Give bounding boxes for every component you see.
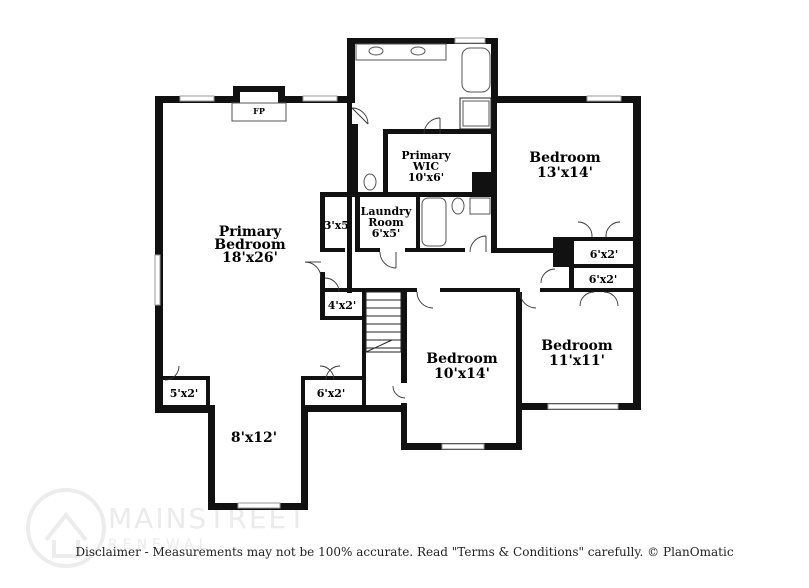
room-labels: FP Primary Bedroom 18'x26' Primary WIC 1… bbox=[170, 106, 619, 446]
hall-sink-icon bbox=[469, 197, 491, 215]
closet-3x5-size: 3'x5' bbox=[324, 219, 353, 232]
closet-6x2-hall-size: 6'x2' bbox=[317, 387, 346, 400]
bath-fixtures bbox=[231, 43, 491, 247]
closet-4x2-size: 4'x2' bbox=[328, 299, 357, 312]
windows bbox=[154, 37, 622, 509]
primary-bedroom-name-1: Primary bbox=[219, 224, 282, 240]
bedroom-center-size: 10'x14' bbox=[434, 366, 490, 382]
stairs bbox=[365, 299, 401, 353]
shower-icon bbox=[462, 100, 490, 127]
bedroom-se-name: Bedroom bbox=[541, 338, 613, 354]
closet-6x2-upper-size: 6'x2' bbox=[590, 248, 619, 261]
closet-5x2-size: 5'x2' bbox=[170, 387, 199, 400]
watermark-line2: RENEWAL bbox=[108, 537, 211, 553]
sink-right-icon bbox=[410, 46, 426, 56]
bedroom-ne-name: Bedroom bbox=[529, 150, 601, 166]
sink-left-icon bbox=[368, 46, 384, 56]
laundry-size: 6'x5' bbox=[372, 227, 401, 240]
primary-wic-name-1: Primary bbox=[401, 149, 451, 162]
laundry-name-2: Room bbox=[368, 216, 404, 229]
fireplace-icon bbox=[231, 102, 287, 122]
primary-wic-size: 10'x6' bbox=[408, 171, 444, 184]
hall-bathtub-icon bbox=[421, 197, 447, 247]
bathtub-icon bbox=[461, 47, 491, 93]
doors bbox=[164, 107, 621, 399]
closet-6x2-lower-size: 6'x2' bbox=[589, 273, 618, 286]
primary-bedroom-size: 18'x26' bbox=[222, 250, 278, 266]
watermark-circle-icon bbox=[26, 488, 106, 568]
sitting-area-size: 8'x12' bbox=[231, 430, 277, 446]
laundry-name-1: Laundry bbox=[361, 205, 412, 218]
toilet-icon bbox=[363, 173, 377, 191]
watermark-house-icon bbox=[44, 511, 88, 558]
bedroom-center-name: Bedroom bbox=[426, 351, 498, 367]
disclaimer-text: Disclaimer - Measurements may not be 100… bbox=[75, 545, 734, 559]
interior-walls bbox=[155, 97, 641, 412]
exterior-walls bbox=[155, 38, 641, 510]
bedroom-se-size: 11'x11' bbox=[549, 353, 605, 369]
primary-wic-name-2: WIC bbox=[412, 160, 439, 173]
fireplace-label: FP bbox=[253, 106, 265, 116]
hall-toilet-icon bbox=[451, 197, 465, 215]
bedroom-ne-size: 13'x14' bbox=[537, 165, 593, 181]
primary-bedroom-name-2: Bedroom bbox=[214, 237, 286, 253]
